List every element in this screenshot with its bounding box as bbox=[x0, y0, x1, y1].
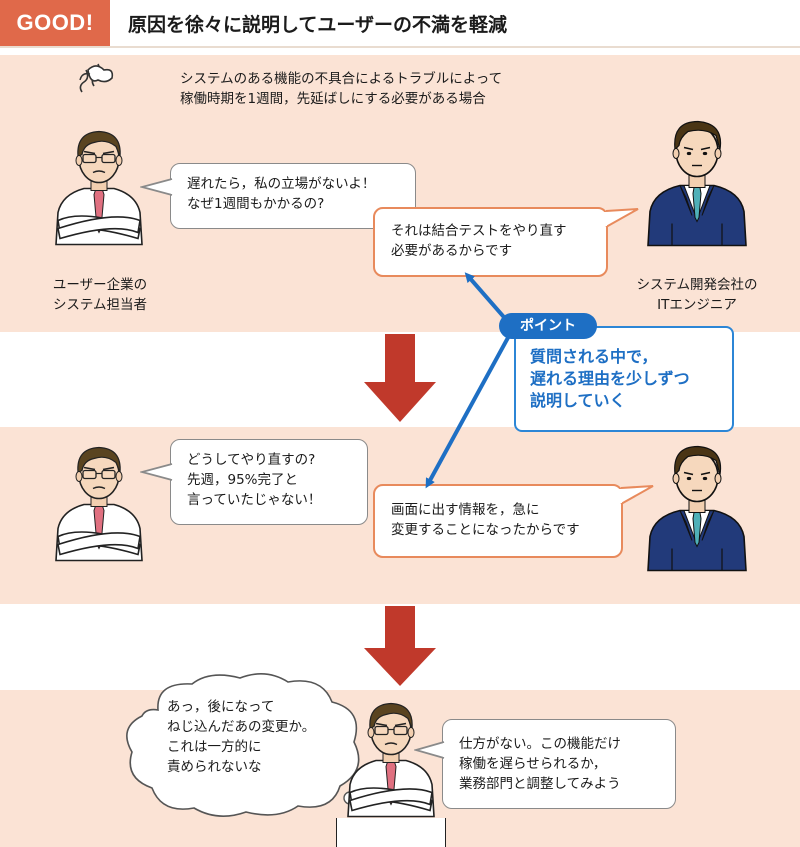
point-arrows bbox=[425, 272, 512, 489]
bubble-tail bbox=[414, 741, 446, 759]
page-title: 原因を徐々に説明してユーザーの不満を軽減 bbox=[128, 13, 508, 36]
steam-icon bbox=[79, 63, 114, 93]
bubble-tail bbox=[140, 463, 174, 481]
user-role-label: ユーザー企業の システム担当者 bbox=[52, 277, 148, 313]
point-badge: ポイント bbox=[499, 313, 597, 339]
user-figure bbox=[44, 122, 154, 247]
engineer-speech-bubble: それは結合テストをやり直す 必要があるからです bbox=[373, 207, 608, 277]
down-arrow-icon bbox=[364, 334, 436, 422]
bubble-tail bbox=[140, 178, 174, 196]
bubble-tail bbox=[604, 208, 639, 228]
down-arrow-icon bbox=[364, 606, 436, 686]
user-speech-bubble: 仕方がない。この機能だけ 稼働を遅らせられるか， 業務部門と調整してみよう bbox=[442, 719, 676, 809]
good-badge: GOOD! bbox=[0, 0, 110, 46]
header-bar bbox=[0, 0, 800, 48]
thought-text: あっ，後になって ねじ込んだあの変更か。 これは一方的に 責められないな bbox=[167, 699, 316, 775]
thought-cloud bbox=[126, 673, 367, 817]
point-description: 質問される中で， 遅れる理由を少しずつ 説明していく bbox=[514, 326, 734, 432]
user-figure bbox=[44, 438, 154, 563]
user-body-lower bbox=[336, 818, 446, 847]
engineer-figure bbox=[642, 438, 752, 573]
engineer-speech-bubble: 画面に出す情報を，急に 変更することになったからです bbox=[373, 484, 623, 558]
user-speech-bubble: どうしてやり直すの? 先週，95%完了と 言っていたじゃない！ bbox=[170, 439, 368, 525]
engineer-role-label: システム開発会社の ITエンジニア bbox=[636, 277, 758, 313]
engineer-figure bbox=[642, 113, 752, 248]
situation-text: システムのある機能の不具合によるトラブルによって 稼働時期を1週間，先延ばしにす… bbox=[180, 71, 503, 107]
bubble-tail bbox=[619, 485, 654, 505]
user-speech-bubble: 遅れたら，私の立場がないよ！ なぜ1週間もかかるの? bbox=[170, 163, 416, 229]
